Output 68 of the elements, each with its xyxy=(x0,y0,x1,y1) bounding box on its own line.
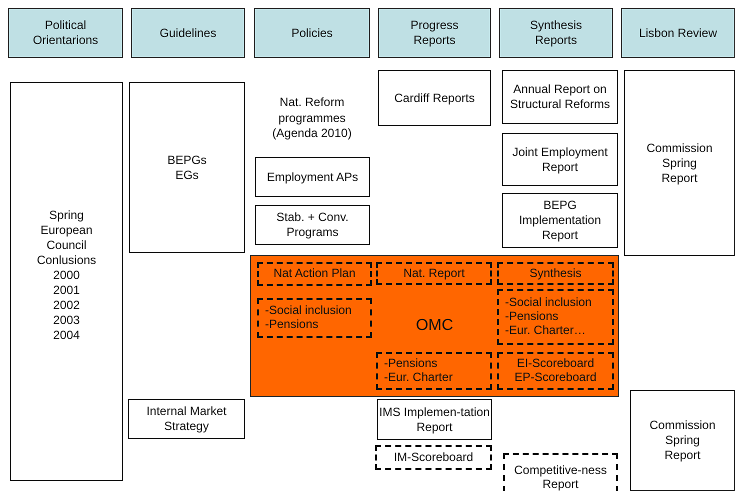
box-text: 2002 xyxy=(53,298,80,313)
box-text: -Pensions xyxy=(265,318,318,332)
box-text: -Pensions xyxy=(384,357,438,371)
box-text: Commission Spring Report xyxy=(650,418,716,463)
box-text: OMC xyxy=(416,316,454,336)
box-text: Employment APs xyxy=(266,170,358,184)
box-text: -Social inclusion xyxy=(265,304,352,318)
header-text: Political Orientarions xyxy=(32,18,100,48)
column-header xyxy=(378,8,491,58)
report-box xyxy=(255,157,370,197)
report-box xyxy=(502,193,618,248)
column-header xyxy=(621,8,735,58)
report-box xyxy=(630,390,735,491)
box-text: EI-Scoreboard xyxy=(516,357,594,371)
header-text: Policies xyxy=(291,26,333,40)
box-text: Stab. + Conv. Programs xyxy=(275,210,350,240)
column-header xyxy=(254,8,370,58)
box-text: 2001 xyxy=(53,283,80,298)
box-text: IM-Scoreboard xyxy=(394,450,474,464)
box-text: Spring European Council Conlusions xyxy=(36,208,98,268)
column-header xyxy=(499,8,613,58)
report-box xyxy=(129,82,245,253)
report-box xyxy=(502,70,618,124)
header-text: Lisbon Review xyxy=(638,26,718,40)
box-text: Nat. Report xyxy=(403,266,465,280)
box-text: Joint Employment Report xyxy=(511,144,609,174)
header-text: Synthesis Reports xyxy=(528,18,584,48)
dashed-box xyxy=(497,262,614,285)
dashed-box xyxy=(375,445,492,470)
box-text: Annual Report on Structural Reforms xyxy=(508,82,612,112)
column-note: Nat. Reform programmes (Agenda 2010) xyxy=(271,95,353,142)
dashed-box xyxy=(503,453,618,491)
report-box xyxy=(377,399,492,440)
box-text: 2004 xyxy=(53,328,80,343)
report-box xyxy=(624,70,735,256)
header-text: Progress Reports xyxy=(409,18,460,48)
box-text: -Eur. Charter xyxy=(384,371,453,385)
report-box xyxy=(378,70,491,126)
box-text: IMS Implemen-tation Report xyxy=(378,404,491,434)
dashed-box xyxy=(497,289,614,345)
dashed-box xyxy=(257,298,372,338)
dashed-box xyxy=(376,262,492,285)
box-text: EP-Scoreboard xyxy=(514,371,597,385)
box-text: 2003 xyxy=(53,313,80,328)
report-box xyxy=(10,82,123,481)
dashed-box xyxy=(497,352,614,390)
box-text: Synthesis xyxy=(529,266,582,280)
column-header xyxy=(8,8,123,58)
dashed-box xyxy=(376,352,492,390)
box-text: BEPG Implementation Report xyxy=(518,198,602,243)
box-text: -Pensions xyxy=(505,310,558,324)
box-text: Internal Market Strategy xyxy=(145,404,228,434)
box-text: Competitive-ness Report xyxy=(513,464,608,491)
box-text: -Eur. Charter… xyxy=(505,324,586,338)
omc-panel xyxy=(250,255,619,397)
dashed-box xyxy=(257,262,372,286)
column-header xyxy=(131,8,245,58)
box-text: Cardiff Reports xyxy=(394,90,475,106)
report-box xyxy=(255,205,370,245)
box-text: BEPGs xyxy=(167,152,207,168)
box-text: Commission Spring Report xyxy=(645,140,714,186)
report-box xyxy=(128,399,245,439)
box-text: Nat Action Plan xyxy=(273,267,356,281)
box-text: 2000 xyxy=(53,268,80,283)
header-text: Guidelines xyxy=(160,26,216,40)
box-text: -Social inclusion xyxy=(505,296,592,310)
box-text: EGs xyxy=(175,168,199,182)
report-box xyxy=(502,133,618,186)
